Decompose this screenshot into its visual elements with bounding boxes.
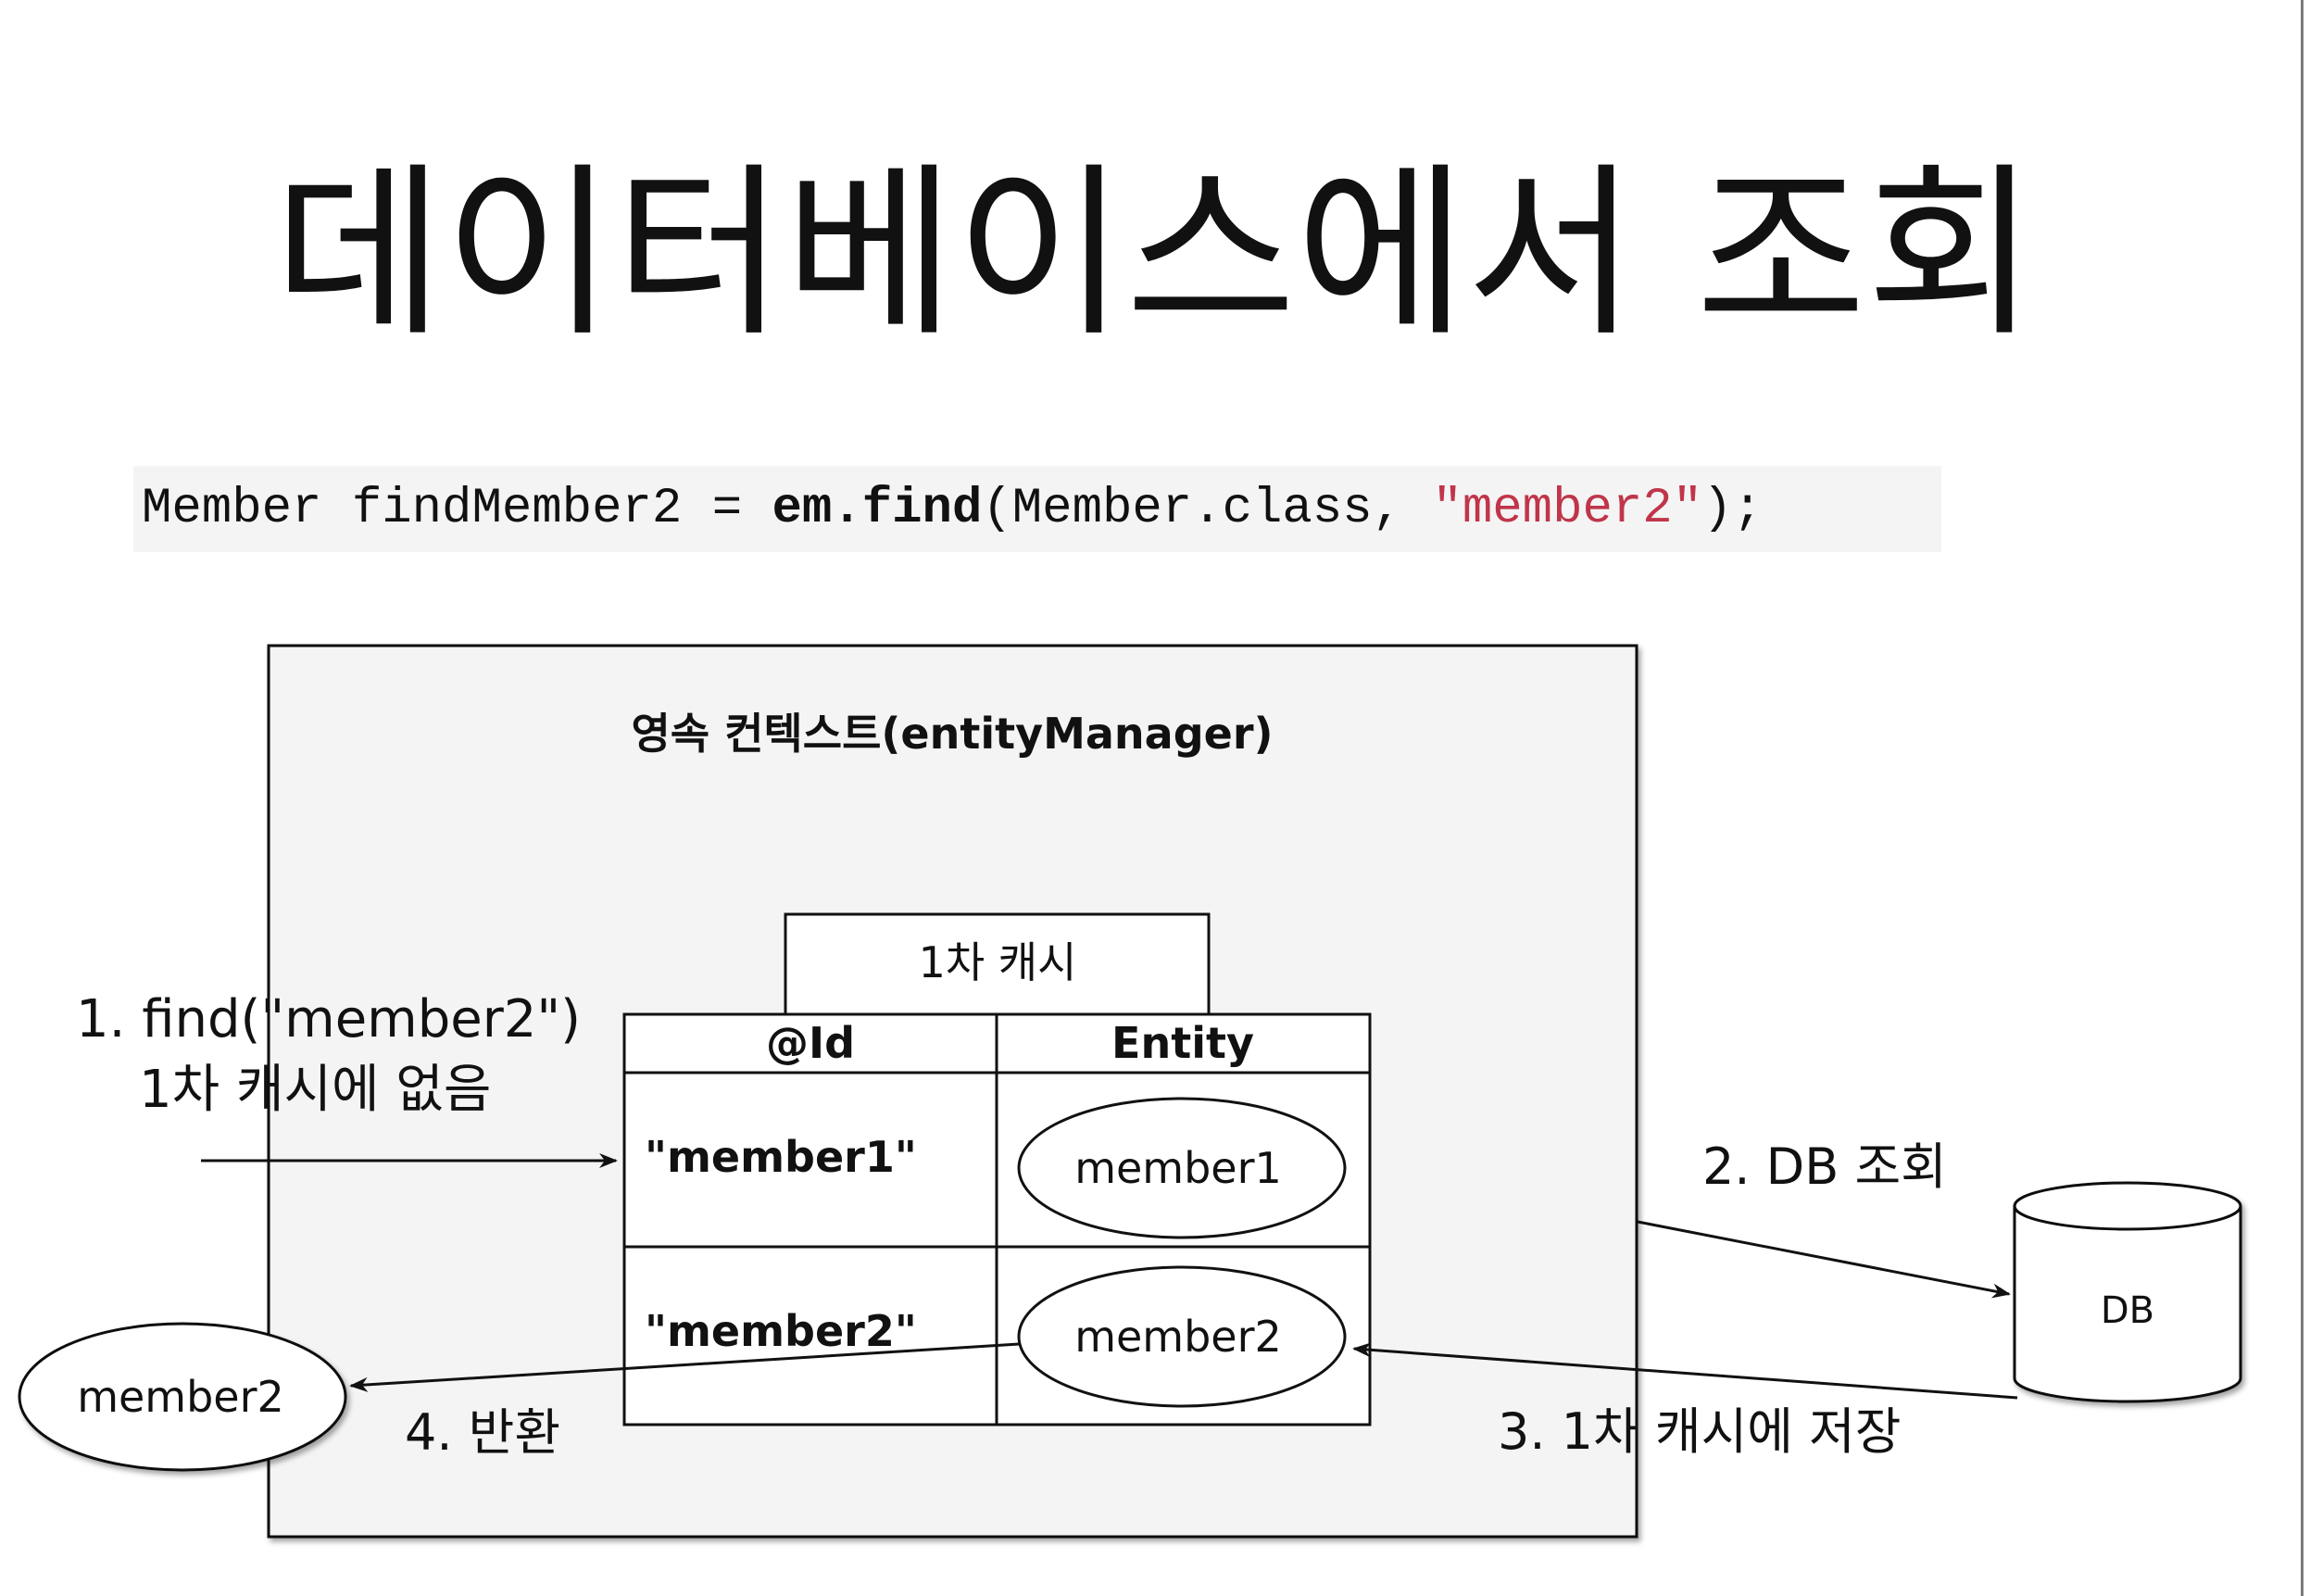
- step4-label: 4. 반환: [405, 1403, 560, 1462]
- returned-entity-ellipse: [18, 1322, 347, 1472]
- first-level-cache-tab: [784, 912, 1211, 1016]
- first-level-cache-label: 1차 캐시: [919, 937, 1077, 987]
- db-cylinder: [2013, 1181, 2242, 1403]
- code-string-literal: "member2": [1432, 481, 1703, 537]
- code-method-call: em.find: [772, 481, 983, 537]
- step1-label-line1: 1. find("member2"): [76, 989, 581, 1049]
- row2-entity-ellipse: [1017, 1265, 1347, 1408]
- row1-id: "member1": [645, 1132, 917, 1182]
- db-label: DB: [2101, 1289, 2154, 1332]
- returned-entity-label: member2: [77, 1372, 284, 1422]
- right-edge-border: [2301, 0, 2304, 1596]
- code-arguments: (Member.class,: [982, 481, 1433, 537]
- row1-entity: member1: [1074, 1143, 1282, 1193]
- step1-label-line2: 1차 캐시에 없음: [139, 1060, 491, 1120]
- persistence-context-label: 영속 컨텍스트(entityManager): [631, 709, 1273, 759]
- code-declaration: Member findMember2 =: [142, 481, 772, 537]
- row1-entity-ellipse: [1017, 1097, 1347, 1239]
- table-header-id: @Id: [766, 1018, 855, 1068]
- step2-arrow: [1637, 1220, 2011, 1299]
- row2-id: "member2": [645, 1306, 917, 1356]
- table-header-entity: Entity: [1111, 1018, 1254, 1068]
- step3-arrow: [1352, 1342, 2018, 1400]
- step4-arrow: [349, 1342, 1020, 1392]
- step3-label: 3. 1차 캐시에 저장: [1498, 1402, 1901, 1461]
- row2-entity: member2: [1074, 1312, 1282, 1362]
- slide-title: 데이터베이스에서 조회: [273, 146, 2037, 362]
- step2-label: 2. DB 조회: [1702, 1137, 1947, 1196]
- code-terminator: );: [1702, 481, 1763, 537]
- code-snippet: Member findMember2 = em.find(Member.clas…: [133, 466, 1941, 552]
